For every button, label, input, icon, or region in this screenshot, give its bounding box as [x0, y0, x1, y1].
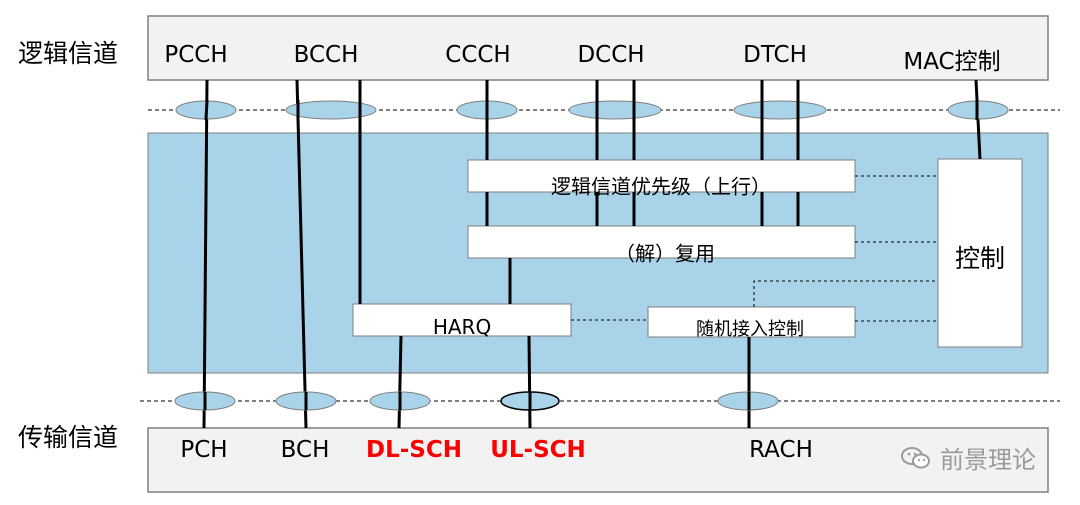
watermark-text: 前景理论 — [940, 446, 1036, 474]
priority-block-label: 逻辑信道优先级（上行） — [551, 174, 771, 199]
logical-channels-label: 逻辑信道 — [18, 39, 119, 68]
logical-channel-pcch: PCCH — [164, 42, 228, 68]
transport-channels-label: 传输信道 — [18, 423, 119, 452]
transport-channel-box — [147, 427, 1049, 493]
watermark: 前景理论 — [900, 440, 1036, 475]
logical-channel-ccch: CCCH — [445, 42, 511, 68]
mux-block-label: （解）复用 — [615, 241, 715, 266]
logical-channel-box — [147, 15, 1049, 81]
harq-block-label: HARQ — [432, 315, 492, 339]
wechat-icon — [901, 446, 930, 468]
transport-channel-pch: PCH — [180, 437, 228, 463]
random-access-block — [647, 306, 856, 338]
transport-channel-ul-sch: UL-SCH — [490, 437, 586, 463]
control-block-label: 控制 — [954, 244, 1006, 273]
control-block — [937, 158, 1023, 348]
logical-channel-dtch: DTCH — [743, 42, 807, 68]
random-access-block-label: 随机接入控制 — [696, 319, 804, 340]
transport-channel-dl-sch: DL-SCH — [366, 437, 462, 463]
control-dashed-links — [571, 175, 938, 322]
channel-lines — [202, 79, 982, 429]
logical-channel-mac-control: MAC控制 — [903, 49, 1001, 75]
logical-channel-dcch: DCCH — [577, 42, 645, 68]
channel-lines-over-sap — [203, 99, 979, 410]
transport-channel-bch: BCH — [280, 437, 330, 463]
logical-channel-bcch: BCCH — [293, 42, 359, 68]
harq-block — [352, 303, 572, 337]
transport-channel-rach: RACH — [749, 437, 813, 463]
